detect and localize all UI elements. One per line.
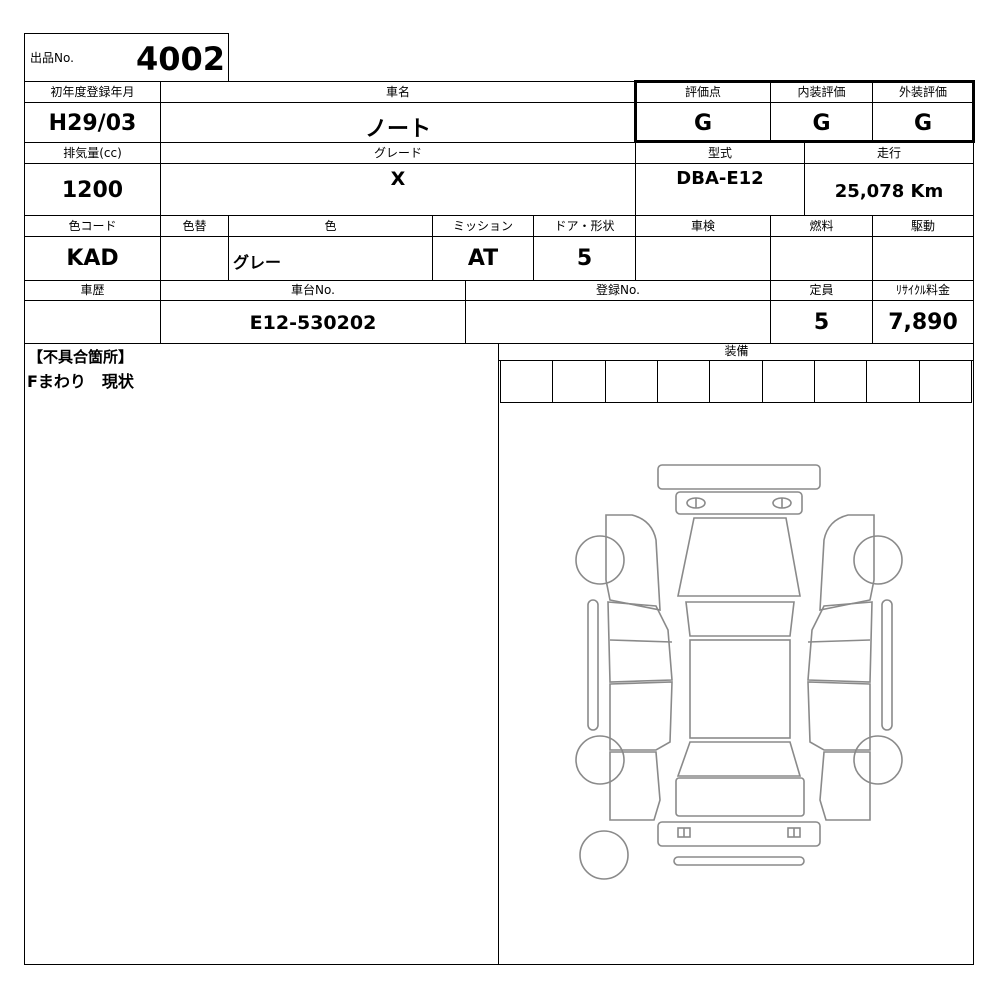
equipment-slot bbox=[553, 361, 606, 402]
car-body-diagram-icon bbox=[575, 464, 903, 880]
defects-note: Fまわり 現状 bbox=[27, 372, 134, 391]
registration-label: 登録No. bbox=[596, 283, 640, 297]
equipment-slot bbox=[658, 361, 711, 402]
interior-label: 内装評価 bbox=[797, 85, 846, 99]
history-label-cell: 車歴 bbox=[24, 280, 161, 301]
inspection-label-cell: 車検 bbox=[635, 215, 771, 237]
registration-value-cell bbox=[465, 300, 771, 344]
color-change-value-cell bbox=[160, 236, 229, 281]
grade-label: グレード bbox=[373, 146, 422, 160]
capacity-label-cell: 定員 bbox=[770, 280, 873, 301]
fuel-value-cell bbox=[770, 236, 873, 281]
displacement-value-cell: 1200 bbox=[24, 163, 161, 216]
equipment-slot bbox=[815, 361, 868, 402]
chassis-label: 車台No. bbox=[291, 283, 335, 297]
score-block-outline bbox=[634, 80, 975, 143]
drive-label: 駆動 bbox=[910, 219, 935, 233]
door-label: ドア・形状 bbox=[554, 219, 615, 233]
first-reg-value: H29/03 bbox=[48, 111, 137, 136]
exterior-value-cell: G bbox=[872, 102, 974, 143]
color-label-cell: 色 bbox=[228, 215, 433, 237]
recycle-label: ﾘｻｲｸﾙ料金 bbox=[895, 283, 950, 297]
color-change-label: 色替 bbox=[182, 219, 207, 233]
first-reg-label: 初年度登録年月 bbox=[50, 85, 135, 99]
lot-label: 出品No. bbox=[30, 51, 74, 65]
equipment-label: 装備 bbox=[724, 344, 749, 358]
registration-label-cell: 登録No. bbox=[465, 280, 771, 301]
exterior-value: G bbox=[913, 111, 933, 136]
grade-value: X bbox=[390, 168, 406, 190]
car-name-label: 車名 bbox=[385, 85, 410, 99]
chassis-label-cell: 車台No. bbox=[160, 280, 466, 301]
mission-value-cell: AT bbox=[432, 236, 534, 281]
capacity-value: 5 bbox=[813, 310, 830, 335]
mileage-label: 走行 bbox=[876, 146, 901, 160]
mileage-label-cell: 走行 bbox=[804, 142, 974, 164]
lower-section-frame bbox=[24, 343, 974, 965]
chassis-value: E12-530202 bbox=[249, 312, 377, 334]
color-value-cell: グレー bbox=[228, 236, 433, 281]
displacement-value: 1200 bbox=[61, 178, 124, 203]
defects-heading: 【不具合箇所】 bbox=[28, 348, 134, 366]
history-label: 車歴 bbox=[80, 283, 105, 297]
fuel-label-cell: 燃料 bbox=[770, 215, 873, 237]
door-value-cell: 5 bbox=[533, 236, 636, 281]
mission-label: ミッション bbox=[452, 219, 513, 233]
equipment-slot bbox=[501, 361, 554, 402]
mission-label-cell: ミッション bbox=[432, 215, 534, 237]
inspection-label: 車検 bbox=[690, 219, 715, 233]
exterior-label: 外装評価 bbox=[898, 85, 947, 99]
score-value: G bbox=[693, 111, 713, 136]
capacity-value-cell: 5 bbox=[770, 300, 873, 344]
lot-number-box: 出品No. 4002 bbox=[24, 33, 229, 82]
recycle-value-cell: 7,890 bbox=[872, 300, 974, 344]
recycle-label-cell: ﾘｻｲｸﾙ料金 bbox=[872, 280, 974, 301]
first-reg-label-cell: 初年度登録年月 bbox=[24, 81, 161, 103]
model-value: DBA-E12 bbox=[676, 168, 764, 189]
interior-value-cell: G bbox=[770, 102, 873, 143]
displacement-label: 排気量(cc) bbox=[63, 146, 122, 160]
lot-number: 4002 bbox=[135, 40, 225, 78]
color-code-value: KAD bbox=[66, 246, 119, 271]
first-reg-value-cell: H29/03 bbox=[24, 102, 161, 143]
model-label: 型式 bbox=[707, 146, 732, 160]
door-value: 5 bbox=[576, 246, 593, 271]
score-label: 評価点 bbox=[684, 85, 721, 99]
door-label-cell: ドア・形状 bbox=[533, 215, 636, 237]
color-change-label-cell: 色替 bbox=[160, 215, 229, 237]
recycle-value: 7,890 bbox=[888, 310, 958, 335]
drive-label-cell: 駆動 bbox=[872, 215, 974, 237]
equipment-slot bbox=[920, 361, 971, 402]
mission-value: AT bbox=[467, 246, 499, 271]
inspection-value-cell bbox=[635, 236, 771, 281]
color-code-label-cell: 色コード bbox=[24, 215, 161, 237]
grade-value-cell: X bbox=[160, 163, 636, 216]
equipment-slot bbox=[867, 361, 920, 402]
capacity-label: 定員 bbox=[809, 283, 834, 297]
chassis-value-cell: E12-530202 bbox=[160, 300, 466, 344]
grade-label-cell: グレード bbox=[160, 142, 636, 164]
mileage-value-cell: 25,078 Km bbox=[804, 163, 974, 216]
history-value-cell bbox=[24, 300, 161, 344]
model-value-cell: DBA-E12 bbox=[635, 163, 805, 216]
fuel-label: 燃料 bbox=[809, 219, 834, 233]
equipment-slot bbox=[763, 361, 815, 402]
displacement-label-cell: 排気量(cc) bbox=[24, 142, 161, 164]
model-label-cell: 型式 bbox=[635, 142, 805, 164]
color-value: グレー bbox=[233, 253, 282, 272]
color-code-value-cell: KAD bbox=[24, 236, 161, 281]
car-name-label-cell: 車名 bbox=[160, 81, 636, 103]
equipment-label-cell: 装備 bbox=[499, 343, 974, 361]
equipment-slot bbox=[710, 361, 763, 402]
color-code-label: 色コード bbox=[68, 219, 117, 233]
color-label: 色 bbox=[324, 219, 337, 233]
car-name-value: ノート bbox=[364, 117, 431, 142]
drive-value-cell bbox=[872, 236, 974, 281]
equipment-slot bbox=[606, 361, 658, 402]
mileage-value: 25,078 Km bbox=[834, 181, 944, 202]
lower-divider bbox=[498, 343, 499, 965]
equipment-grid bbox=[500, 360, 972, 403]
interior-value: G bbox=[812, 111, 831, 136]
car-name-value-cell: ノート bbox=[160, 102, 636, 143]
